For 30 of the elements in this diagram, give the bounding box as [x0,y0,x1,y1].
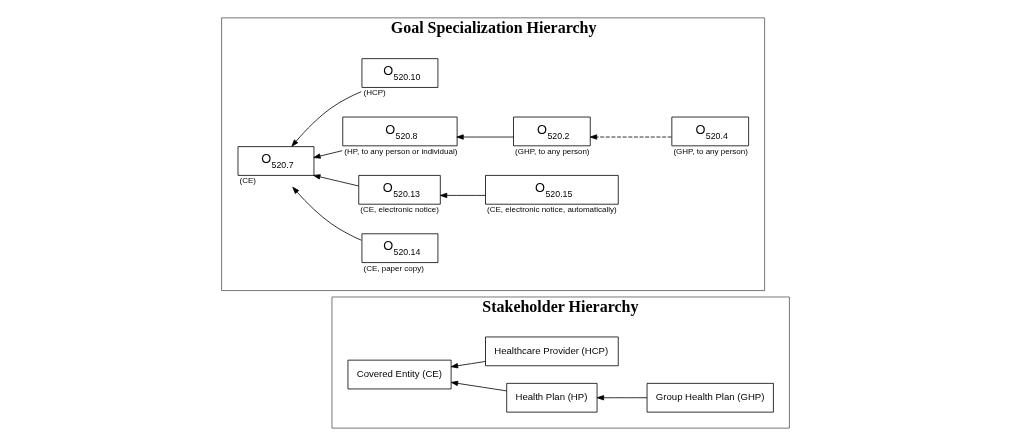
node-label: (CE, electronic notice, automatically) [487,205,617,215]
node-label: (CE, paper copy) [363,263,424,273]
arrow [450,361,486,369]
node-box: Covered Entity (CE) [347,359,452,390]
node-box: O$_{520.13}$ [358,175,441,205]
node-box: O$_{520.2}$ [513,116,591,147]
arrow [440,192,486,199]
node-box: Group Health Plan (GHP) [646,382,774,413]
node-box: Health Plan (HP) [506,382,598,413]
arrow [596,395,648,401]
arrow [589,134,672,140]
node-box: O$_{520.14}$ [361,233,439,263]
arrow [313,150,343,159]
node-label: (GHP, to any person) [515,146,590,156]
node-box: O$_{520.15}$ [485,175,619,205]
node-label: (CE) [239,176,257,186]
node-box: Healthcare Provider (HCP) [485,336,619,367]
arrow [450,380,508,392]
arrow [291,91,362,147]
node-label: (CE, electronic notice) [360,205,439,215]
arrow [292,186,362,241]
node-label: (GHP, to any person) [673,146,748,156]
node-box: O$_{520.8}$ [342,116,458,147]
arrow [456,134,514,140]
node-box: O$_{520.4}$ [671,116,749,147]
node-label: (HP, to any person or individual) [344,146,458,156]
node-box: O$_{520.7}$ [237,146,315,176]
arrow [313,174,360,187]
node-label: (HCP) [363,88,386,98]
node-box: O$_{520.10}$ [361,58,439,88]
